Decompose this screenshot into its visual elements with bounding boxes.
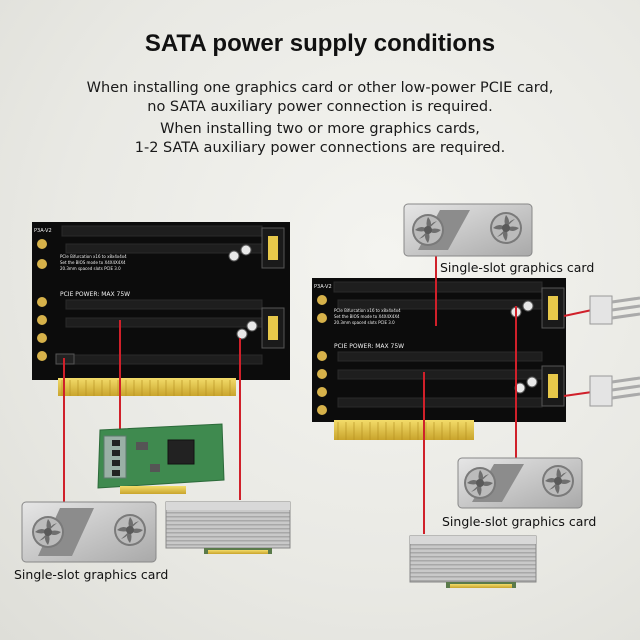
left-board-power: PCIE POWER: MAX 75W [60,291,130,298]
multi-card-note-line-1: When installing two or more graphics car… [160,121,480,137]
graphics-card-bottom-left [21,501,157,563]
left-board-note-3: 20.3mm spaced slots PCIE 3.0 [60,266,121,271]
left-board-model: P3A-V2 [34,228,52,234]
network-card [97,423,225,494]
leader-lines [63,244,517,534]
mounting-hole [37,239,47,249]
single-card-note-line-2: no SATA auxiliary power connection is re… [147,99,493,115]
single-card-note-line-1: When installing one graphics card or oth… [86,80,554,96]
right-board-power: PCIE POWER: MAX 75W [334,343,404,350]
sata-power-cables [563,295,640,407]
single-card-note: When installing one graphics card or oth… [0,79,640,117]
right-board-note-1: PCIe Bifurcation x16 to x8x4x4x4 [334,308,401,313]
right-gold-fingers [334,420,474,440]
multi-card-note-line-2: 1-2 SATA auxiliary power connections are… [134,140,506,156]
right-board-note-3: 20.3mm spaced slots PCIE 3.0 [334,320,395,325]
adapter-card-right [409,535,537,588]
adapter-card-left [165,501,291,554]
left-riser-board: P3A-V2 PCIe Bifurcation x16 to x8x4x4x4 … [32,222,290,396]
left-board-note-2: Set the BIOS mode to X4X4X4X4 [60,260,126,265]
label-single-slot-mid-right: Single-slot graphics card [442,514,597,529]
right-board-model: P3A-V2 [314,284,332,290]
label-single-slot-bottom-left: Single-slot graphics card [14,567,169,582]
left-board-note-1: PCIe Bifurcation x16 to x8x4x4x4 [60,254,127,259]
graphics-card-top-right [403,203,533,257]
graphics-card-mid-right [457,457,583,509]
page-title: SATA power supply conditions [144,30,496,57]
right-riser-board: P3A-V2 PCIe Bifurcation x16 to x8x4x4x4 … [312,278,566,440]
label-single-slot-top-right: Single-slot graphics card [440,260,595,275]
multi-card-note: When installing two or more graphics car… [0,120,640,158]
left-gold-fingers [58,378,236,396]
right-board-note-2: Set the BIOS mode to X4X4X4X4 [334,314,400,319]
